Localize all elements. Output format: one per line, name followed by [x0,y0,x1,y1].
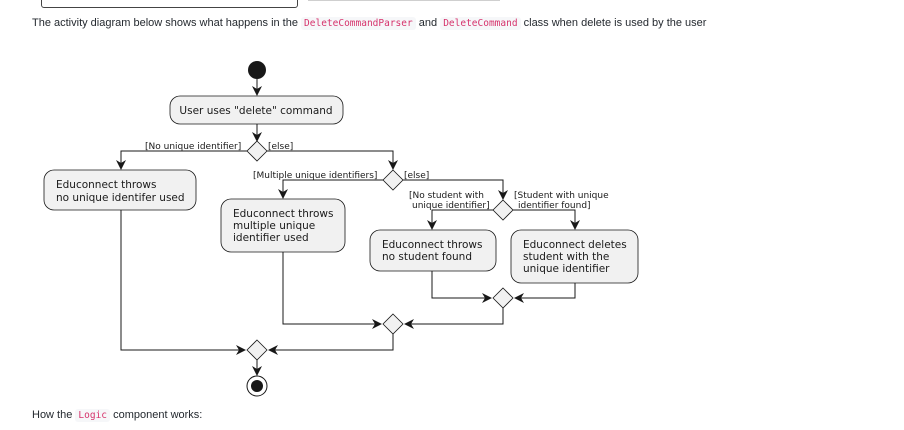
guard-else-1: [else] [268,142,293,152]
merge-node-2 [382,313,404,335]
action-multiple: Educonnect throws multiple unique identi… [220,198,346,253]
edge-else-2 [403,179,508,200]
action-no-unique: Educonnect throws no unique identifer us… [43,169,197,211]
edge-nounique-merge3 [120,210,246,355]
action-not-found: Educonnect throws no student found [369,229,497,272]
edge-no-unique [116,150,247,170]
action-user-delete: User uses "delete" command [169,95,344,125]
action-deletes: Educonnect deletes student with the uniq… [510,229,639,284]
class-name-command: DeleteCommand [440,17,521,30]
decision-student [492,199,514,221]
outro-paragraph: How the Logic component works: [32,407,202,424]
guard-no-unique: [No unique identifier] [145,142,241,152]
action-no-unique-line2: no unique identifer used [56,192,185,204]
edge-notfound-merge [431,271,492,303]
action-deletes-line3: unique identifier [523,263,610,275]
intro-prefix: The activity diagram below shows what ha… [32,17,298,29]
guard-found-line2: identifier found] [518,201,591,211]
guard-multiple: [Multiple unique identifiers] [253,171,377,181]
edge-multiple [278,179,383,199]
action-multiple-line2: multiple unique [233,220,315,232]
decision-multiple [382,169,404,191]
edge-deletes-merge [514,283,576,303]
class-name-parser: DeleteCommandParser [301,17,416,30]
logic-component-code: Logic [75,409,111,422]
previous-content-box [41,0,298,8]
merge-node-3 [246,339,268,361]
intro-and: and [418,17,438,29]
guard-no-student-line2: unique identifier] [412,201,490,211]
edge-else-1 [267,150,398,170]
intro-paragraph: The activity diagram below shows what ha… [32,15,706,32]
action-deletes-line1: Educonnect deletes [523,239,627,251]
decision-unique [246,140,268,162]
action-not-found-line1: Educonnect throws [382,239,483,251]
edge-multiple-merge2 [282,252,382,329]
merge-node-1 [492,287,514,309]
intro-suffix: class when delete is used by the user [523,17,707,29]
outro-prefix: How the [32,409,73,421]
outro-suffix: component works: [113,409,203,421]
action-multiple-line1: Educonnect throws [233,208,334,220]
action-multiple-line3: identifier used [233,232,309,244]
edge-merge1-merge2 [404,308,504,329]
start-node [248,61,266,79]
previous-divider [308,0,500,1]
end-node [246,375,268,397]
action-deletes-line2: student with the [523,251,609,263]
guard-else-2: [else] [404,171,429,181]
edge-merge2-merge3 [268,334,394,355]
edge-no-student [427,209,493,230]
action-no-unique-line1: Educonnect throws [56,179,157,191]
guard-found-line1: [Student with unique [514,191,609,201]
guard-no-student-line1: [No student with [409,191,484,201]
action-user-delete-label: User uses "delete" command [179,105,332,117]
edge-found [513,209,580,230]
action-not-found-line2: no student found [382,251,472,263]
